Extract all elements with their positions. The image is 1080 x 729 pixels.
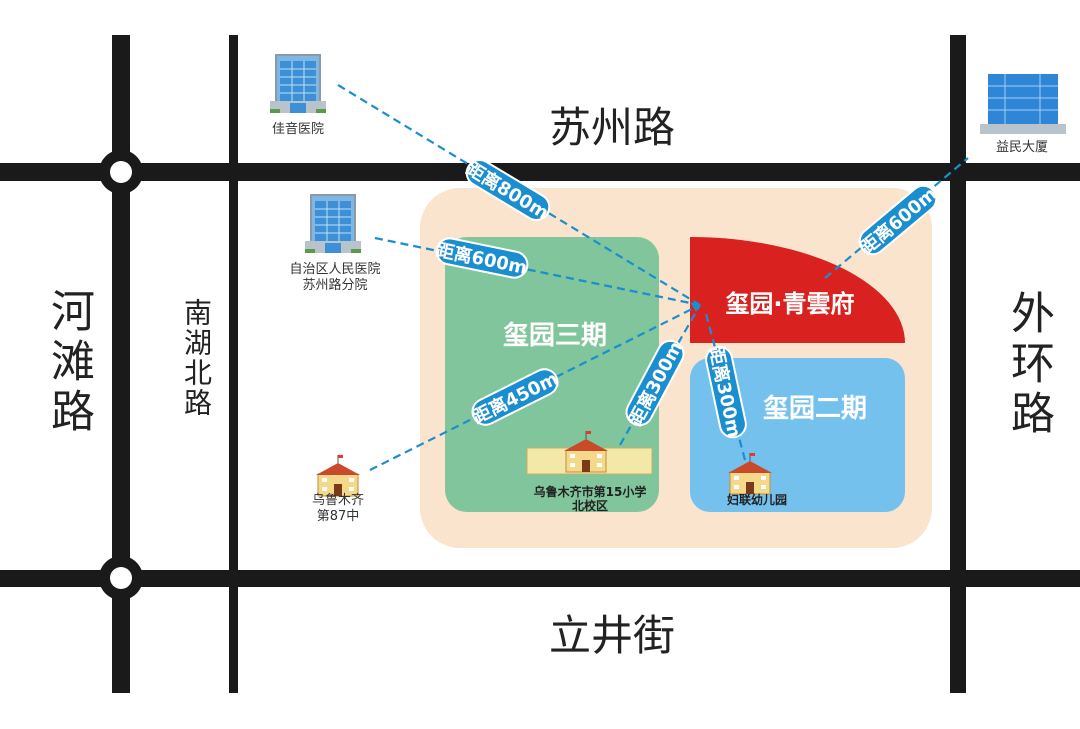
distance-label-kindergarten: 距离300m bbox=[705, 345, 747, 440]
street-name-inner-west: 南湖北路 bbox=[180, 298, 213, 418]
road-hetan bbox=[112, 35, 130, 693]
street-name-west: 河滩路 bbox=[43, 288, 94, 438]
zone-phase3-title: 玺园三期 bbox=[502, 321, 607, 351]
kindergarten-icon bbox=[727, 452, 773, 495]
hospital-people-icon bbox=[304, 194, 362, 254]
office-yimin-icon bbox=[980, 74, 1066, 134]
poi-school15: 乌鲁木齐市第15小学 北校区 bbox=[533, 485, 647, 513]
distance-label-people-hospital: 距离600m bbox=[434, 237, 529, 279]
street-name-south: 立井街 bbox=[548, 611, 675, 660]
distance-label-school15: 距离300m bbox=[624, 338, 687, 430]
line-people-hospital bbox=[374, 236, 701, 307]
poi-school87: 乌鲁木齐 第87中 bbox=[311, 493, 364, 524]
zone-main-title: 玺园·青雲府 bbox=[725, 290, 855, 318]
road-nanhubei bbox=[229, 35, 238, 693]
distance-label-yimin: 距离600m bbox=[856, 183, 941, 259]
zone-phase2-title: 玺园二期 bbox=[762, 394, 867, 424]
roundabout-north bbox=[99, 150, 143, 194]
street-name-north: 苏州路 bbox=[548, 103, 675, 152]
poi-people-hospital: 自治区人民医院 苏州路分院 bbox=[289, 262, 381, 293]
school87-icon bbox=[315, 454, 361, 497]
distance-label-school87: 距离450m bbox=[469, 367, 561, 428]
street-name-east: 外环路 bbox=[1003, 290, 1054, 440]
svg-text:距离300m: 距离300m bbox=[624, 338, 687, 430]
roundabout-south bbox=[99, 556, 143, 600]
poi-kindergarten: 妇联幼儿园 bbox=[726, 493, 787, 507]
poi-yimin-mansion: 益民大厦 bbox=[982, 140, 1062, 156]
svg-text:距离600m: 距离600m bbox=[856, 183, 941, 259]
road-suzhou bbox=[0, 163, 1080, 181]
school15-icon bbox=[526, 430, 653, 475]
road-lijing bbox=[0, 570, 1080, 587]
hospital-jiayin-icon bbox=[269, 54, 327, 114]
road-waihuan bbox=[950, 35, 966, 693]
svg-text:距离800m: 距离800m bbox=[462, 158, 552, 224]
distance-label-jiayin: 距离800m bbox=[462, 158, 552, 224]
hub-arrow-icon bbox=[690, 302, 700, 312]
poi-jiayin-hospital: 佳音医院 bbox=[271, 122, 324, 137]
